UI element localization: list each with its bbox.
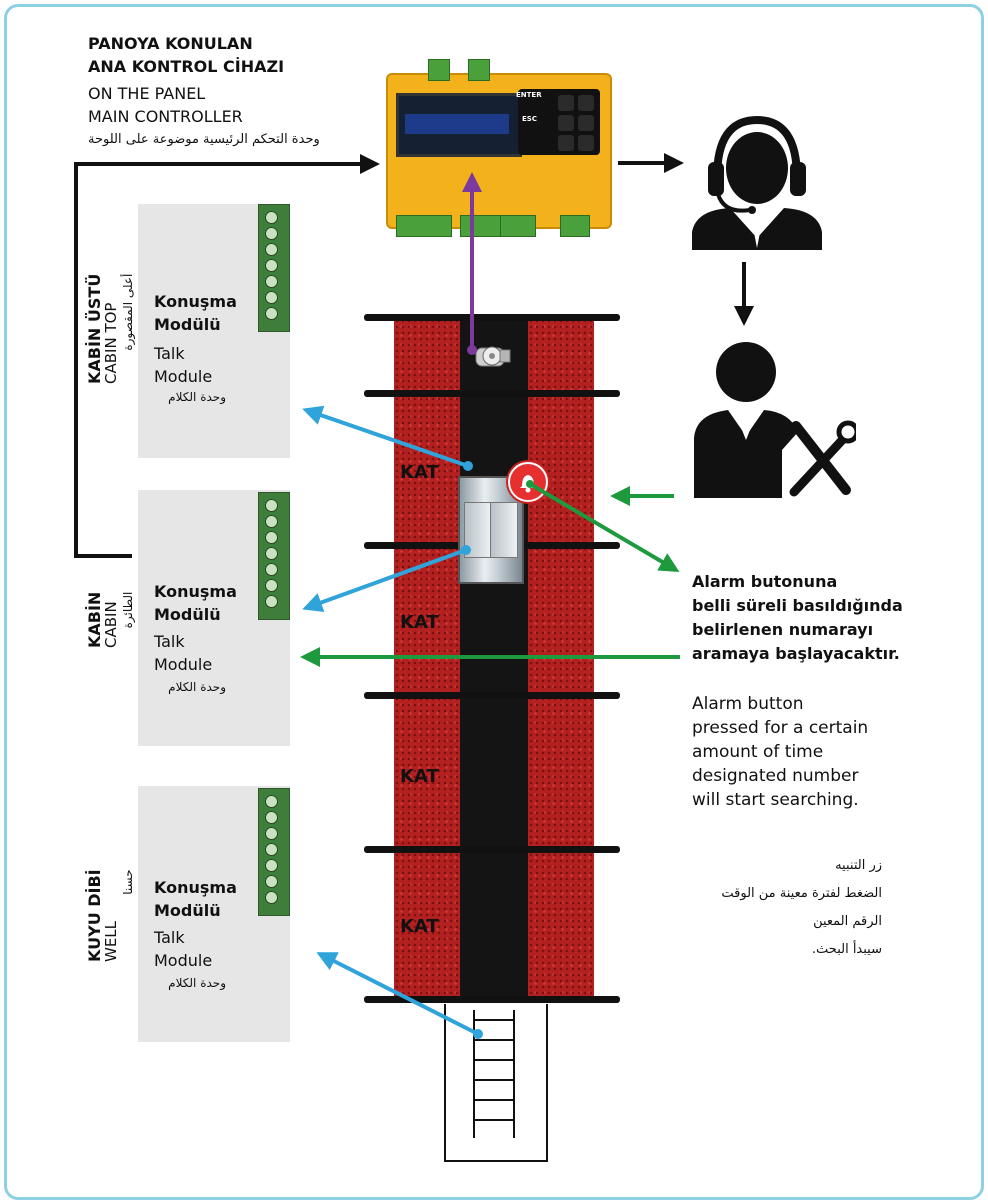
controller-title-tr: PANOYA KONULAN ANA KONTROL CİHAZI bbox=[88, 32, 284, 78]
bottom-terminal-4 bbox=[560, 215, 590, 237]
module-title-en: Talk Module bbox=[154, 926, 212, 972]
up-key bbox=[558, 95, 574, 111]
controller-title-en-line1: ON THE PANEL bbox=[88, 84, 206, 103]
alarm-note-en-line1: Alarm button bbox=[692, 694, 804, 714]
module-title-en: Talk Module bbox=[154, 342, 212, 388]
floor-label-3: KAT bbox=[400, 766, 439, 787]
right-key bbox=[578, 95, 594, 111]
floor-slab-6 bbox=[364, 996, 620, 1003]
alarm-note-ar-line3: الرقم المعين bbox=[813, 914, 882, 929]
floor-label-4: KAT bbox=[400, 916, 439, 937]
alarm-note-en-line5: will start searching. bbox=[692, 790, 859, 810]
module-title-tr: Konuşma Modülü bbox=[154, 290, 237, 336]
controller-keypad: ENTER ESC bbox=[516, 89, 600, 155]
alarm-note-tr: Alarm butonuna belli süreli basıldığında… bbox=[692, 570, 903, 666]
module-title-en-line2: Module bbox=[154, 655, 213, 674]
module-terminal-block bbox=[258, 492, 290, 620]
cabin-top-machine-icon bbox=[475, 346, 511, 367]
well-module-link bbox=[316, 952, 479, 1036]
module-title-ar: وحدة الكلام bbox=[168, 680, 226, 694]
alarm-to-note-arrow bbox=[528, 482, 680, 573]
alarm-note-en-line4: designated number bbox=[692, 766, 859, 786]
alarm-note-tr-line3: belirlenen numarayı bbox=[692, 620, 874, 639]
module-title-tr: Konuşma Modülü bbox=[154, 580, 237, 626]
alarm-note-tr-line4: aramaya başlayacaktır. bbox=[692, 644, 900, 663]
module-title-tr-line2: Modülü bbox=[154, 901, 221, 920]
cabin-top-module-link bbox=[302, 405, 469, 468]
bottom-terminal-3 bbox=[500, 215, 536, 237]
module-title-ar: وحدة الكلام bbox=[168, 976, 226, 990]
alarm-note-en-line2: pressed for a certain bbox=[692, 718, 869, 738]
headset-operator-icon bbox=[692, 115, 822, 250]
controller-title-tr-line2: ANA KONTROL CİHAZI bbox=[88, 57, 285, 76]
talk-module-cabin: Konuşma Modülü Talk Module وحدة الكلام bbox=[138, 490, 290, 746]
controller-title-ar: وحدة التحكم الرئيسية موضوعة على اللوحة bbox=[88, 132, 320, 147]
floor-label-2: KAT bbox=[400, 612, 439, 633]
main-controller-device: ENTER ESC bbox=[386, 59, 612, 237]
floor-slab-1 bbox=[364, 314, 620, 321]
controller-title-tr-line1: PANOYA KONULAN bbox=[88, 34, 253, 53]
controller-title-en: ON THE PANEL MAIN CONTROLLER bbox=[88, 82, 243, 128]
module-title-tr-line1: Konuşma bbox=[154, 582, 237, 601]
menu-key bbox=[578, 135, 594, 151]
floor-label-1: KAT bbox=[400, 462, 439, 483]
controller-title-en-line2: MAIN CONTROLLER bbox=[88, 107, 243, 126]
cabin-door-right bbox=[490, 502, 518, 558]
alarm-note-en-line3: amount of time bbox=[692, 742, 824, 762]
alarm-note-ar-line2: الضغط لفترة معينة من الوقت bbox=[721, 886, 882, 901]
alarm-note-ar: زر التنبيه الضغط لفترة معينة من الوقت ال… bbox=[692, 852, 882, 964]
alarm-note-en: Alarm button pressed for a certain amoun… bbox=[692, 692, 868, 812]
module-terminal-block bbox=[258, 788, 290, 916]
module-title-en-line1: Talk bbox=[154, 928, 185, 947]
module-title-tr-line1: Konuşma bbox=[154, 878, 237, 897]
down-key bbox=[578, 115, 594, 131]
talk-module-well: Konuşma Modülü Talk Module وحدة الكلام bbox=[138, 786, 290, 1042]
diagram-frame bbox=[4, 4, 984, 1200]
alarm-note-tr-line1: Alarm butonuna bbox=[692, 572, 838, 591]
module-title-en-line2: Module bbox=[154, 951, 213, 970]
top-terminal-right bbox=[468, 59, 490, 81]
talk-module-cabin-top: Konuşma Modülü Talk Module وحدة الكلام bbox=[138, 204, 290, 458]
module-terminal-block bbox=[258, 204, 290, 332]
floor-slab-5 bbox=[364, 846, 620, 853]
enter-key-label: ENTER bbox=[516, 91, 542, 99]
bottom-terminal-1 bbox=[396, 215, 452, 237]
ok-key bbox=[558, 115, 574, 131]
module-title-en-line1: Talk bbox=[154, 344, 185, 363]
alarm-note-tr-line2: belli süreli basıldığında bbox=[692, 596, 903, 615]
technician-tools-icon bbox=[694, 342, 856, 498]
module-title-tr-line2: Modülü bbox=[154, 315, 221, 334]
module-title-ar: وحدة الكلام bbox=[168, 390, 226, 404]
top-terminal-left bbox=[428, 59, 450, 81]
module-title-en-line1: Talk bbox=[154, 632, 185, 651]
esc-key-label: ESC bbox=[522, 115, 537, 123]
floor-slab-4 bbox=[364, 692, 620, 699]
left-key bbox=[558, 135, 574, 151]
alarm-note-ar-line1: زر التنبيه bbox=[835, 858, 882, 873]
module-title-tr: Konuşma Modülü bbox=[154, 876, 237, 922]
module-title-en: Talk Module bbox=[154, 630, 212, 676]
pit-well bbox=[444, 1004, 548, 1162]
module-bus-wire bbox=[74, 154, 380, 558]
cabin-module-link bbox=[302, 548, 467, 612]
floor-slab-2 bbox=[364, 390, 620, 397]
module-title-tr-line2: Modülü bbox=[154, 605, 221, 624]
module-title-tr-line1: Konuşma bbox=[154, 292, 237, 311]
alarm-note-ar-line4: سيبدأ البحث. bbox=[811, 942, 882, 957]
module-title-en-line2: Module bbox=[154, 367, 213, 386]
